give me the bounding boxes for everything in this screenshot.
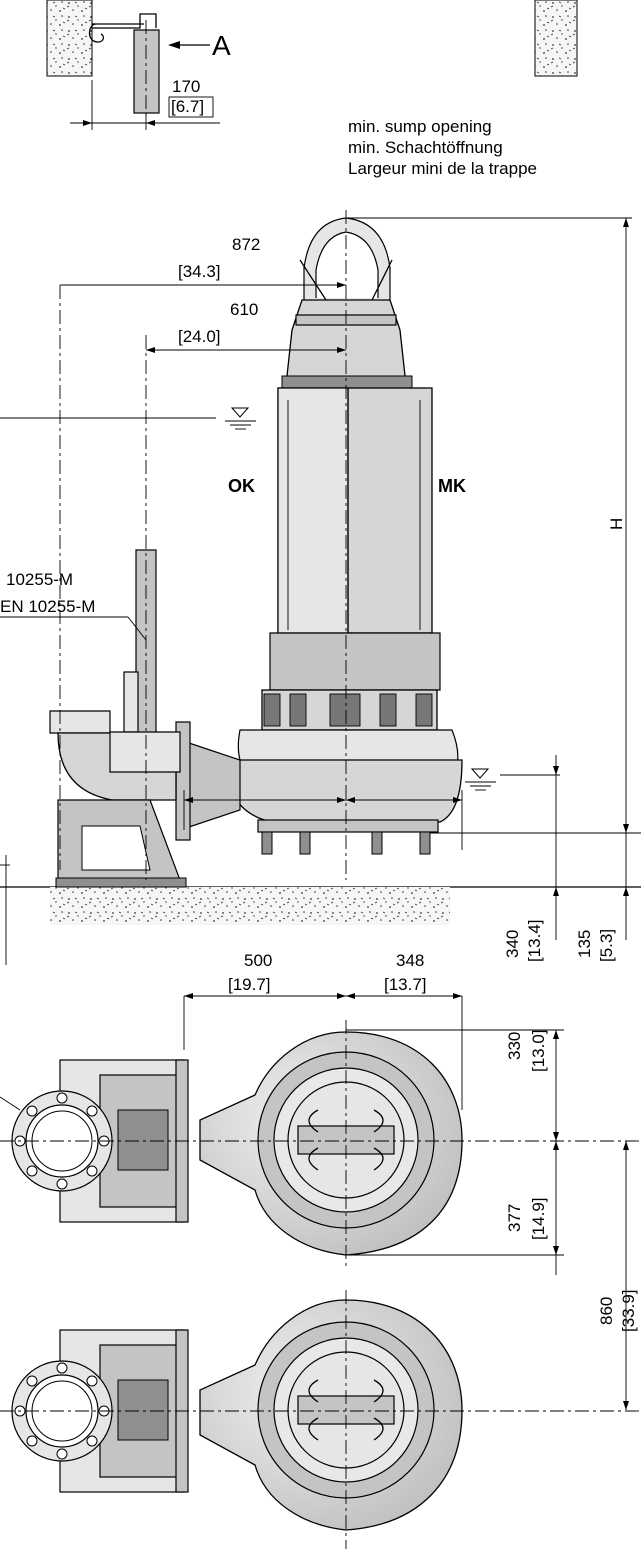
dim-500-in: [19.7]: [228, 975, 271, 994]
standard-label-2: EN 10255-M: [0, 597, 95, 616]
dim-348-mm: 348: [396, 951, 424, 970]
flange-leader: [0, 1096, 21, 1111]
variant-label-ok: OK: [228, 476, 255, 496]
dim-860-in: [33.9]: [619, 1289, 638, 1332]
dim-340-mm: 340: [503, 930, 522, 958]
motor-flange: [269, 632, 441, 691]
dim-872-in: [34.3]: [178, 262, 221, 281]
dim-170-in: [6.7]: [171, 97, 204, 116]
sump-note: min. sump opening min. Schachtöffnung La…: [348, 117, 537, 178]
dim-377-in: [14.9]: [529, 1197, 548, 1240]
wall-section-right: [534, 0, 578, 77]
guide-bracket: [92, 13, 157, 29]
discharge-flange: [49, 710, 111, 734]
guide-tube: [133, 29, 160, 114]
sump-note-fr: Largeur mini de la trappe: [348, 159, 537, 178]
standard-leader: [127, 616, 147, 641]
floor-concrete: [50, 887, 450, 925]
dim-377-mm: 377: [505, 1204, 524, 1232]
plan-view-upper: 500 [19.7] 348 [13.7]: [0, 790, 641, 1410]
dim-330-mm: 330: [505, 1032, 524, 1060]
standard-label-1: 10255-M: [6, 570, 73, 589]
dim-860-mm: 860: [597, 1297, 616, 1325]
side-elevation-view: OK MK 10255-M EN 10255-M 872 [34.3] 610 …: [0, 210, 641, 965]
water-level-symbol-lower: [465, 768, 560, 791]
sump-note-en: min. sump opening: [348, 117, 492, 136]
water-level-symbol-upper: [0, 407, 256, 430]
dim-170-mm: 170: [172, 77, 200, 96]
dim-500-mm: 500: [244, 951, 272, 970]
dim-610-mm: 610: [230, 300, 258, 319]
view-marker-label: A: [212, 30, 231, 61]
dim-135-mm: 135: [575, 930, 594, 958]
wall-section-left: [46, 0, 93, 77]
dim-872-mm: 872: [232, 235, 260, 254]
bracket-hook: [88, 23, 105, 43]
pump-casing: [225, 759, 463, 823]
dim-h-symbol: H: [607, 518, 626, 530]
top-detail-view: A 170 [6.7]: [46, 0, 578, 130]
sump-note-de: min. Schachtöffnung: [348, 138, 503, 157]
dim-340-in: [13.4]: [525, 919, 544, 962]
dim-348-in: [13.7]: [384, 975, 427, 994]
dim-610-in: [24.0]: [178, 327, 221, 346]
plan-view-lower: [0, 1290, 641, 1549]
dim-330-in: [13.0]: [529, 1029, 548, 1072]
base-bolts: [261, 831, 431, 855]
dim-135-in: [5.3]: [597, 929, 616, 962]
variant-label-mk: MK: [438, 476, 466, 496]
